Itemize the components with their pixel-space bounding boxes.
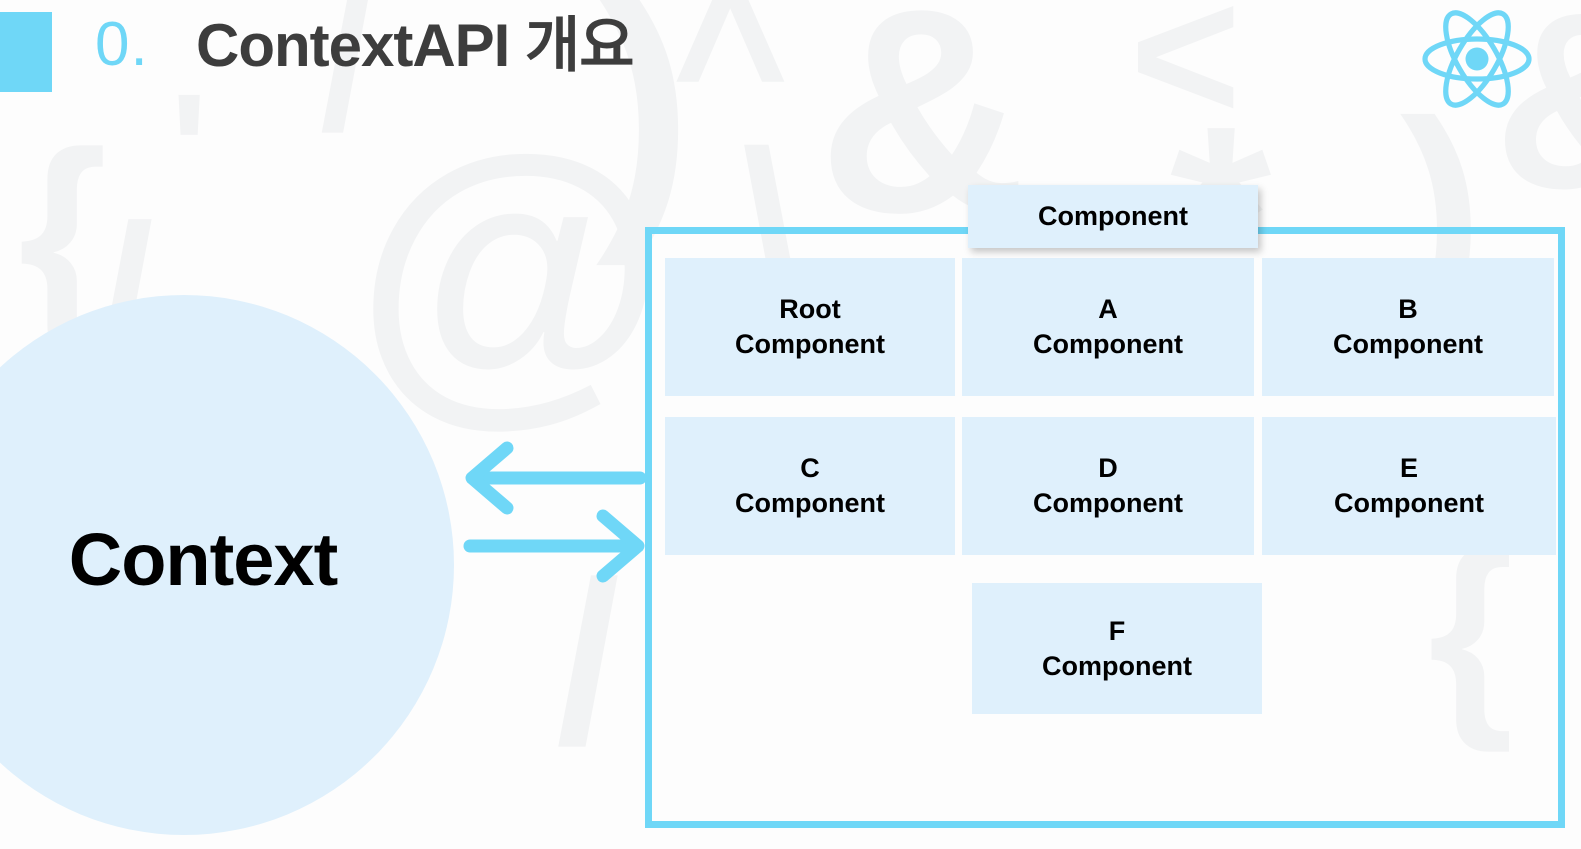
context-circle: Context (0, 295, 454, 835)
component-box-f-text: F Component (1042, 614, 1192, 683)
component-box-f-line1: F (1108, 615, 1126, 646)
component-box-a-text: A Component (1033, 292, 1183, 361)
component-box-d-line2: Component (1033, 488, 1183, 518)
background-watermark-glyph: ^ (672, 0, 789, 175)
component-box-d-text: D Component (1033, 451, 1183, 520)
component-box-a[interactable]: A Component (962, 258, 1254, 396)
component-box-e-line2: Component (1334, 488, 1484, 518)
context-flow-arrows (455, 440, 655, 585)
component-box-d[interactable]: D Component (962, 417, 1254, 555)
component-box-c[interactable]: C Component (665, 417, 955, 555)
context-label: Context (68, 517, 338, 601)
component-box-e[interactable]: E Component (1262, 417, 1556, 555)
component-box-c-line1: C (800, 453, 820, 484)
component-box-d-line1: D (1098, 453, 1118, 484)
component-box-a-line2: Component (1033, 329, 1183, 359)
component-box-f-line2: Component (1042, 650, 1192, 681)
component-box-e-line1: E (1399, 453, 1418, 484)
component-box-b-line2: Component (1333, 329, 1483, 359)
component-box-root[interactable]: Root Component (665, 258, 955, 396)
component-box-a-line1: A (1098, 294, 1118, 325)
component-box-root-text: Root Component (735, 292, 885, 361)
background-watermark-glyph: @ (355, 91, 668, 449)
background-watermark-glyph: < (1130, 0, 1241, 161)
component-box-e-text: E Component (1334, 451, 1484, 520)
component-box-c-text: C Component (735, 451, 885, 520)
component-header-box-label: Component (1038, 201, 1188, 231)
component-box-c-line2: Component (735, 488, 885, 518)
component-box-b[interactable]: B Component (1262, 258, 1554, 396)
component-box-root-line2: Component (735, 329, 885, 359)
title-accent-square (0, 12, 52, 92)
background-watermark-glyph: ' (170, 60, 209, 239)
page-title: ContextAPI 개요 (196, 12, 634, 79)
component-box-b-line1: B (1398, 294, 1418, 325)
slide-number: 0. (95, 10, 149, 79)
component-header-box[interactable]: Component (968, 185, 1258, 248)
react-logo-icon (1417, 4, 1537, 114)
component-box-b-text: B Component (1333, 292, 1483, 361)
component-box-f[interactable]: F Component (972, 583, 1262, 714)
component-box-root-line1: Root (779, 294, 841, 325)
